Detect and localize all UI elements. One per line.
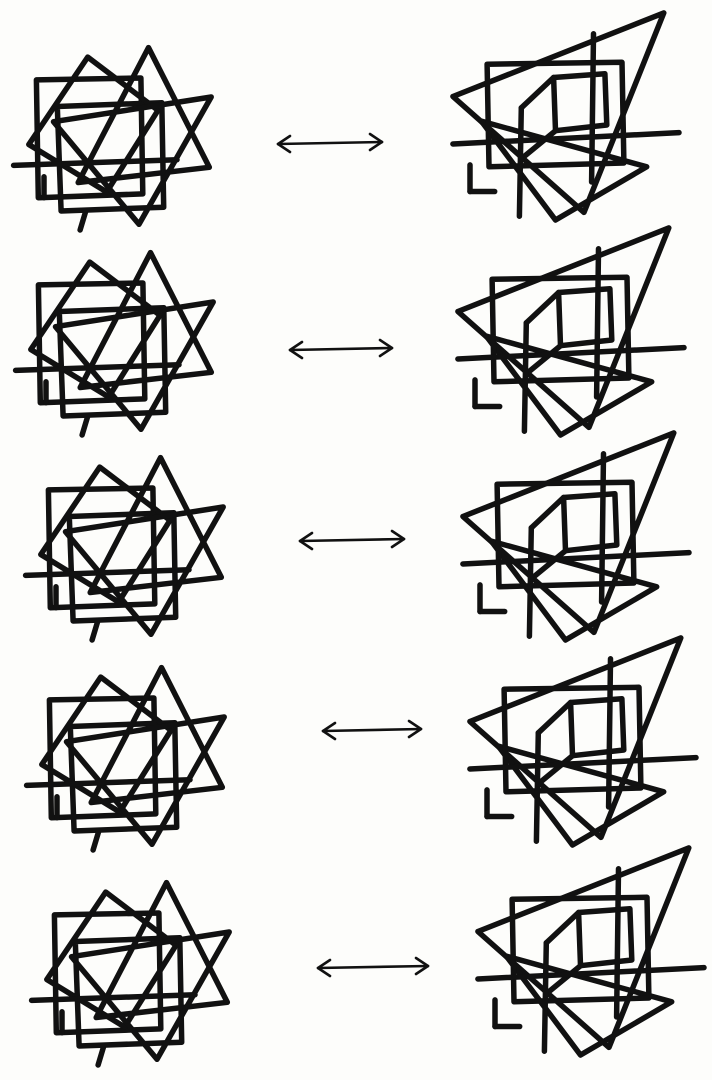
arrow-shaft	[300, 539, 404, 541]
cube-face	[571, 699, 624, 756]
left-star-figure	[26, 458, 224, 640]
vertical-stroke	[602, 454, 604, 602]
cube-edge	[524, 323, 526, 431]
left-star-figure	[14, 48, 212, 230]
cube-edge	[521, 78, 553, 108]
left-star-figure	[27, 668, 225, 850]
right-tilted-figure	[463, 433, 689, 640]
tilted-triangle	[453, 13, 664, 213]
arrow-shaft	[323, 729, 421, 731]
double-arrow	[323, 721, 421, 739]
tilted-triangle	[470, 638, 681, 838]
cube-face	[564, 494, 617, 551]
cube-edge	[544, 943, 546, 1051]
cube-edge	[546, 913, 578, 943]
cube-face	[579, 909, 632, 966]
tilted-triangle	[478, 848, 689, 1048]
corner-tick	[92, 621, 98, 640]
cube-face	[554, 74, 607, 131]
double-arrow	[300, 531, 404, 549]
cube-edge	[519, 108, 521, 216]
vertical-stroke	[617, 869, 619, 1017]
right-tilted-figure	[453, 13, 679, 220]
vertical-stroke	[597, 249, 599, 397]
left-star-figure	[16, 253, 214, 435]
tilted-triangle	[463, 433, 674, 633]
vertical-stroke	[609, 659, 611, 807]
tilted-triangle	[458, 228, 669, 428]
cube-edge	[538, 703, 570, 733]
left-star-figure	[32, 883, 230, 1065]
arrow-shaft	[290, 348, 392, 350]
figure-row	[26, 433, 689, 640]
cube-face	[559, 289, 612, 346]
corner-tick	[82, 416, 88, 435]
cube-edge	[536, 733, 538, 841]
corner-tick	[80, 211, 86, 230]
arrow-shaft	[278, 142, 382, 144]
right-tilted-figure	[458, 228, 684, 435]
double-arrow	[318, 958, 428, 976]
arrow-shaft	[318, 966, 428, 968]
cube-edge	[531, 498, 563, 528]
vertical-stroke	[592, 34, 594, 182]
corner-tick	[98, 1046, 104, 1065]
right-tilted-figure	[478, 848, 704, 1055]
figure-row	[27, 638, 696, 850]
figure-row	[16, 228, 684, 435]
right-tilted-figure	[470, 638, 696, 845]
figure-row	[14, 13, 679, 230]
corner-tick	[93, 831, 99, 850]
double-arrow	[290, 340, 392, 358]
cube-edge	[529, 528, 531, 636]
figure-row	[32, 848, 704, 1065]
cube-edge	[526, 293, 558, 323]
double-arrow	[278, 134, 382, 152]
